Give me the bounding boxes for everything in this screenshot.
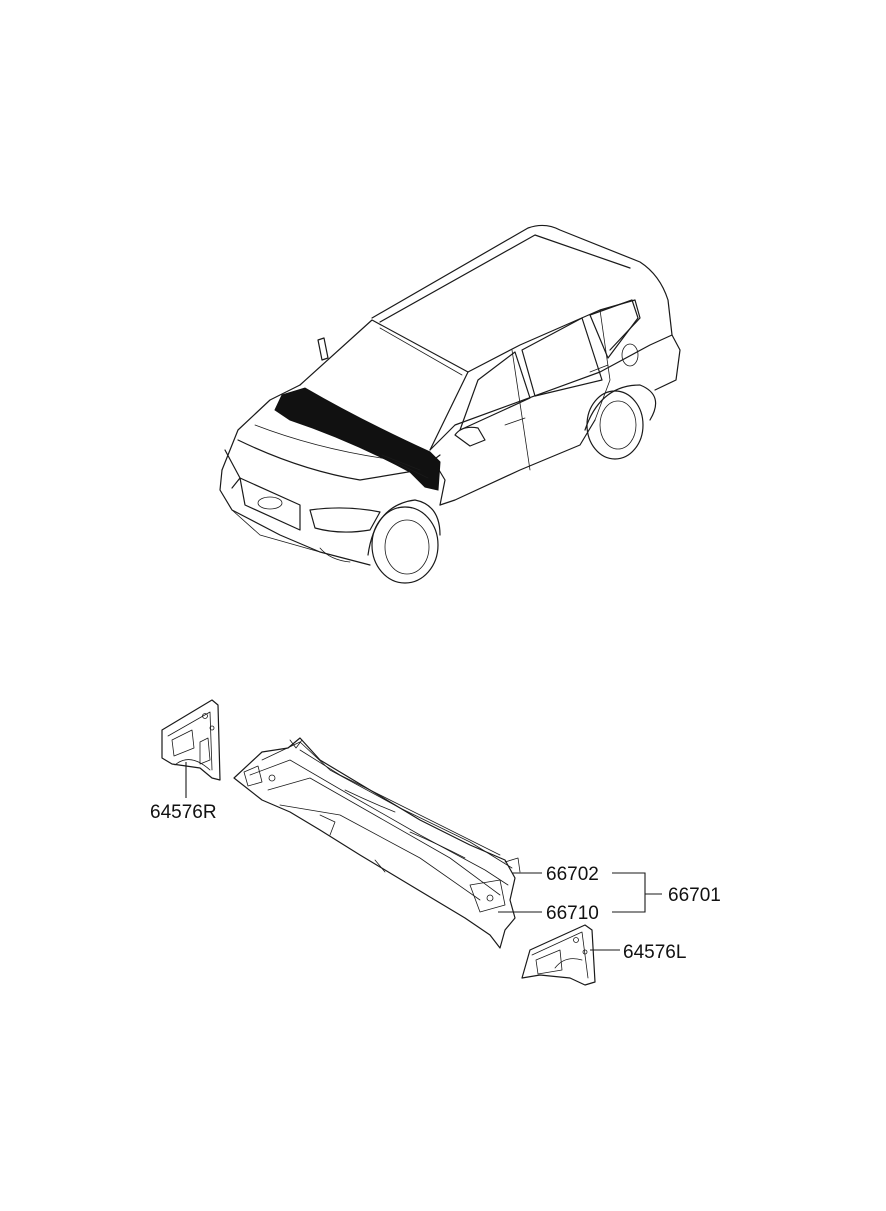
cowl-panel-illustration bbox=[233, 737, 521, 949]
label-66701: 66701 bbox=[668, 885, 721, 906]
label-66710: 66710 bbox=[546, 903, 599, 924]
label-64576L: 64576L bbox=[623, 942, 686, 963]
leader-66701-bracket bbox=[612, 872, 662, 913]
leader-lines bbox=[185, 762, 662, 951]
vehicle-illustration bbox=[219, 224, 681, 584]
label-66702: 66702 bbox=[546, 864, 599, 885]
part-64576R-illustration bbox=[161, 699, 221, 781]
label-64576R: 64576R bbox=[150, 802, 217, 823]
part-64576L-illustration bbox=[521, 924, 596, 986]
